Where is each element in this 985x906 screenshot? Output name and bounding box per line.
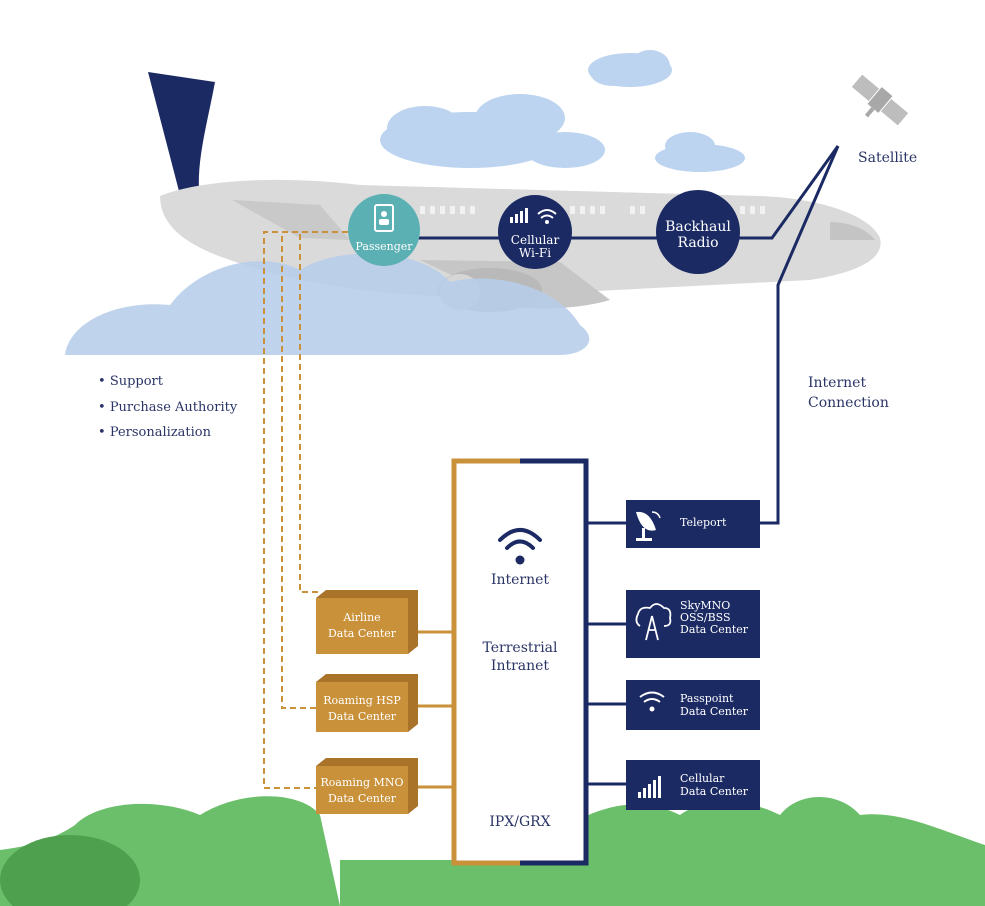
satellite-dish-icon xyxy=(636,511,661,541)
passenger-node xyxy=(348,194,420,266)
bullet-support-text: Support xyxy=(109,374,163,389)
internet-wifi-icon xyxy=(498,528,542,550)
roaming-mno-line2: Data Center xyxy=(327,792,397,805)
ipx-grx-label: IPX/GRX xyxy=(489,814,551,830)
passpoint-wifi-icon xyxy=(639,691,665,703)
terrestrial-label-2: Intranet xyxy=(490,658,550,674)
passenger-label: Passenger xyxy=(355,240,413,253)
cellular-dc-line2: Data Center xyxy=(680,785,749,798)
cloud-tower-icon xyxy=(635,603,672,641)
airline-dc-line1: Airline xyxy=(343,611,381,624)
skymno-line1: SkyMNO xyxy=(680,599,731,612)
cloud-top-right xyxy=(588,50,672,87)
internet-label: Internet xyxy=(490,572,550,588)
passpoint-line1: Passpoint xyxy=(680,692,734,705)
wifi-icon xyxy=(537,209,557,219)
cloud-lower-left xyxy=(65,253,590,355)
internet-connection-label-2: Connection xyxy=(808,395,889,411)
roaming-mno-data-center-box xyxy=(316,758,418,814)
trees xyxy=(0,796,985,906)
cellular-wifi-node xyxy=(498,195,572,269)
roaming-hsp-line2: Data Center xyxy=(327,710,397,723)
cellular-signal-bars-icon xyxy=(638,776,661,798)
cloud-right-small xyxy=(655,132,745,172)
skymno-box xyxy=(626,590,760,658)
bullet-purchase-text: Purchase Authority xyxy=(109,400,238,415)
roaming-hsp-line1: Roaming HSP xyxy=(323,694,401,707)
backhaul-label-1: Backhaul xyxy=(665,219,731,235)
airline-dc-line2: Data Center xyxy=(327,627,397,640)
passpoint-line2: Data Center xyxy=(680,705,749,718)
cloud-top-center xyxy=(380,94,605,168)
terrestrial-label-1: Terrestrial xyxy=(482,640,558,656)
cellular-wifi-label-2: Wi-Fi xyxy=(518,246,552,260)
left-connectors xyxy=(418,630,456,789)
airline-data-center-box xyxy=(316,590,418,654)
teleport-label: Teleport xyxy=(680,516,727,529)
bullet-personalization: • Personalization xyxy=(98,425,212,440)
backhaul-label-2: Radio xyxy=(677,235,719,251)
cellular-dc-line1: Cellular xyxy=(680,772,725,785)
roaming-hsp-data-center-box xyxy=(316,674,418,732)
cellular-wifi-label-1: Cellular xyxy=(510,233,560,247)
bullet-support: • Support xyxy=(98,374,163,389)
right-connectors xyxy=(584,521,626,786)
skymno-line3: Data Center xyxy=(680,623,749,636)
satellite-label: Satellite xyxy=(858,150,918,166)
passpoint-wifi-dot xyxy=(649,706,655,712)
backhaul-radio-node xyxy=(656,190,740,274)
dashed-links xyxy=(263,231,348,789)
internet-connection-label-1: Internet xyxy=(808,375,867,391)
phone-icon xyxy=(374,204,394,232)
skymno-line2: OSS/BSS xyxy=(680,611,731,624)
roaming-mno-line1: Roaming MNO xyxy=(320,776,404,789)
bullet-personalization-text: Personalization xyxy=(109,425,212,440)
bullet-purchase: • Purchase Authority xyxy=(98,400,238,415)
passpoint-box xyxy=(626,680,760,730)
internet-wifi-dot xyxy=(515,555,525,565)
signal-bars-icon xyxy=(510,208,528,223)
satellite-icon xyxy=(851,74,909,126)
